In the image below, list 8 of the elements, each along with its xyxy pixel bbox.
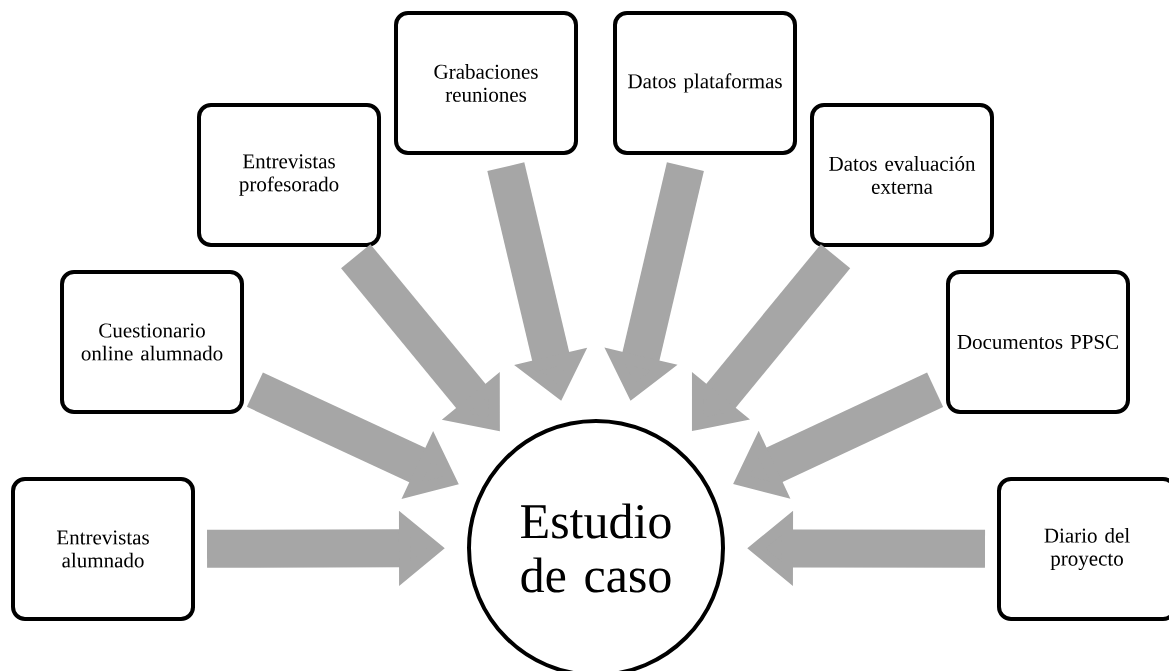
source-box: Cuestionario online alumnado (60, 270, 244, 414)
source-box: Datos evaluación externa (810, 103, 994, 247)
source-box: Datos plataformas (613, 11, 797, 155)
source-box: Grabaciones reuniones (394, 11, 578, 155)
source-box: Entrevistas profesorado (197, 103, 381, 247)
source-box: Documentos PPSC (946, 270, 1130, 414)
source-box: Entrevistas alumnado (11, 477, 195, 621)
source-box: Diario del proyecto (997, 477, 1169, 621)
